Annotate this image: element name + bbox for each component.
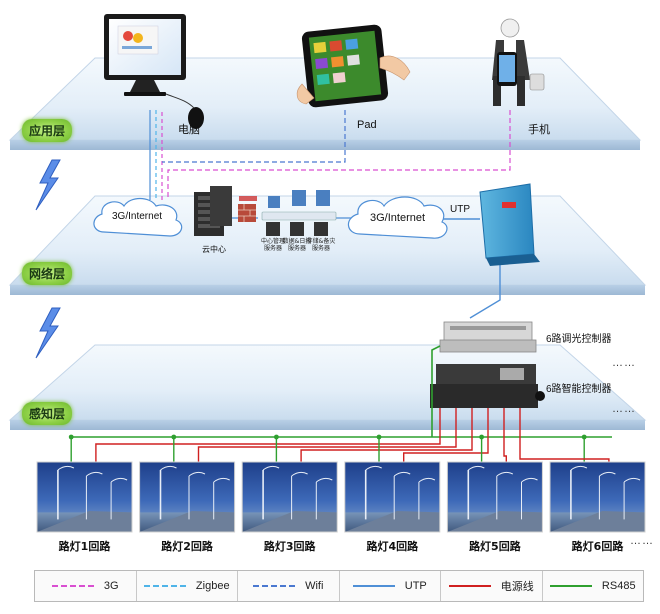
lightning-icon (35, 307, 61, 359)
computer-icon (104, 14, 204, 129)
server-2-line2: 服务器 (287, 245, 306, 252)
smart-controller-icon (430, 364, 545, 408)
power-line-4 (403, 408, 489, 462)
switch-icon (261, 211, 337, 221)
lamp-photo-6 (549, 461, 646, 533)
phone-link (167, 110, 511, 200)
server-2-line1: 数据&日报 (282, 238, 312, 245)
legend-label: 电源线 (500, 581, 534, 593)
legend-label: UTP (404, 580, 427, 592)
legend-item-3: Wifi (238, 571, 340, 601)
legend-item-5: 电源线 (441, 571, 543, 601)
server-1-label: 中心管理 服务器 (258, 238, 288, 252)
legend-item-6: RS485 (543, 571, 644, 601)
phone-label: 手机 (528, 124, 550, 136)
gateway-device-icon (479, 183, 540, 266)
lamp-photo-1 (36, 461, 133, 533)
server-3-line2: 服务器 (311, 245, 330, 252)
rs485-junction-3 (274, 434, 279, 440)
lamp-panels (36, 461, 646, 533)
legend: 3G Zigbee Wifi UTP 电源线 RS485 (34, 570, 644, 602)
cloud-left (93, 197, 183, 237)
phone-icon (492, 18, 545, 106)
server-rack-icon (194, 186, 232, 236)
legend-label: Zigbee (195, 580, 230, 592)
power-line-6 (519, 408, 610, 462)
lamp-photo-5 (446, 461, 543, 533)
pad-icon (296, 24, 411, 108)
rs485-junction-5 (479, 434, 484, 440)
dimming-controller-icon (439, 321, 537, 353)
lamp-photo-2 (139, 461, 236, 533)
lamps-ellipsis: …… (630, 535, 654, 547)
lamp-photo-3 (241, 461, 338, 533)
controller-ellipsis-1: …… (612, 357, 636, 369)
perception-layer-label: 感知层 (22, 402, 73, 425)
pad-label: Pad (357, 119, 377, 131)
power-line-5 (503, 408, 507, 462)
rs485-junction-6 (581, 434, 587, 440)
rs485-controller-line (431, 345, 441, 437)
cloud-right-label: 3G/Internet (370, 212, 426, 224)
legend-swatch (549, 585, 592, 587)
cloud-right (347, 196, 448, 239)
cloud-left-label: 3G/Internet (112, 211, 163, 222)
computer-links (149, 110, 163, 200)
legend-swatch (352, 585, 395, 587)
power-line-1 (95, 408, 441, 462)
legend-item-1: 3G (35, 571, 137, 601)
legend-swatch (143, 585, 186, 587)
network-layer-label: 网络层 (22, 262, 73, 285)
server-1-line1: 中心管理 (260, 238, 285, 245)
dimming-controller-label: 6路调光控制器 (546, 334, 612, 345)
lightning-icon (35, 159, 61, 211)
server-icon-1 (266, 196, 280, 236)
legend-item-4: UTP (340, 571, 441, 601)
server-2-label: 数据&日报 服务器 (282, 238, 312, 252)
lamp-label-1: 路灯1回路 (58, 540, 111, 553)
rs485-junction-1 (68, 434, 74, 440)
lamp-label-2: 路灯2回路 (161, 540, 213, 553)
power-line-2 (197, 408, 457, 462)
lamp-label-4: 路灯4回路 (366, 540, 419, 553)
computer-label: 电脑 (178, 124, 200, 136)
rs485-junction-2 (171, 434, 177, 440)
server-1-line2: 服务器 (263, 245, 282, 252)
lamp-label-5: 路灯5回路 (469, 540, 521, 553)
legend-label: Wifi (305, 580, 324, 592)
utp-down-line (469, 255, 501, 319)
server-3-line1: 存储&备灾 (306, 238, 336, 245)
pad-link (162, 110, 346, 163)
rs485-junction-4 (376, 434, 382, 440)
legend-swatch (51, 585, 94, 587)
legend-label: 3G (103, 580, 119, 592)
smart-controller-label: 6路智能控制器 (546, 384, 612, 395)
server-icon-2 (290, 190, 306, 236)
controller-wires (68, 345, 612, 462)
power-line-3 (300, 408, 473, 462)
cloud-center-label: 云中心 (202, 245, 226, 254)
legend-swatch (253, 585, 296, 587)
legend-swatch (448, 585, 491, 587)
firewall-icon (238, 196, 257, 222)
lamp-label-3: 路灯3回路 (263, 540, 316, 553)
application-layer-label: 应用层 (22, 119, 73, 142)
utp-label: UTP (450, 204, 470, 215)
legend-item-2: Zigbee (137, 571, 238, 601)
server-3-label: 存储&备灾 服务器 (306, 238, 336, 252)
server-icon-3 (314, 190, 330, 236)
lamp-photo-4 (344, 461, 441, 533)
legend-label: RS485 (601, 580, 636, 592)
controller-ellipsis-2: …… (612, 403, 636, 415)
lamp-label-6: 路灯6回路 (571, 540, 624, 553)
